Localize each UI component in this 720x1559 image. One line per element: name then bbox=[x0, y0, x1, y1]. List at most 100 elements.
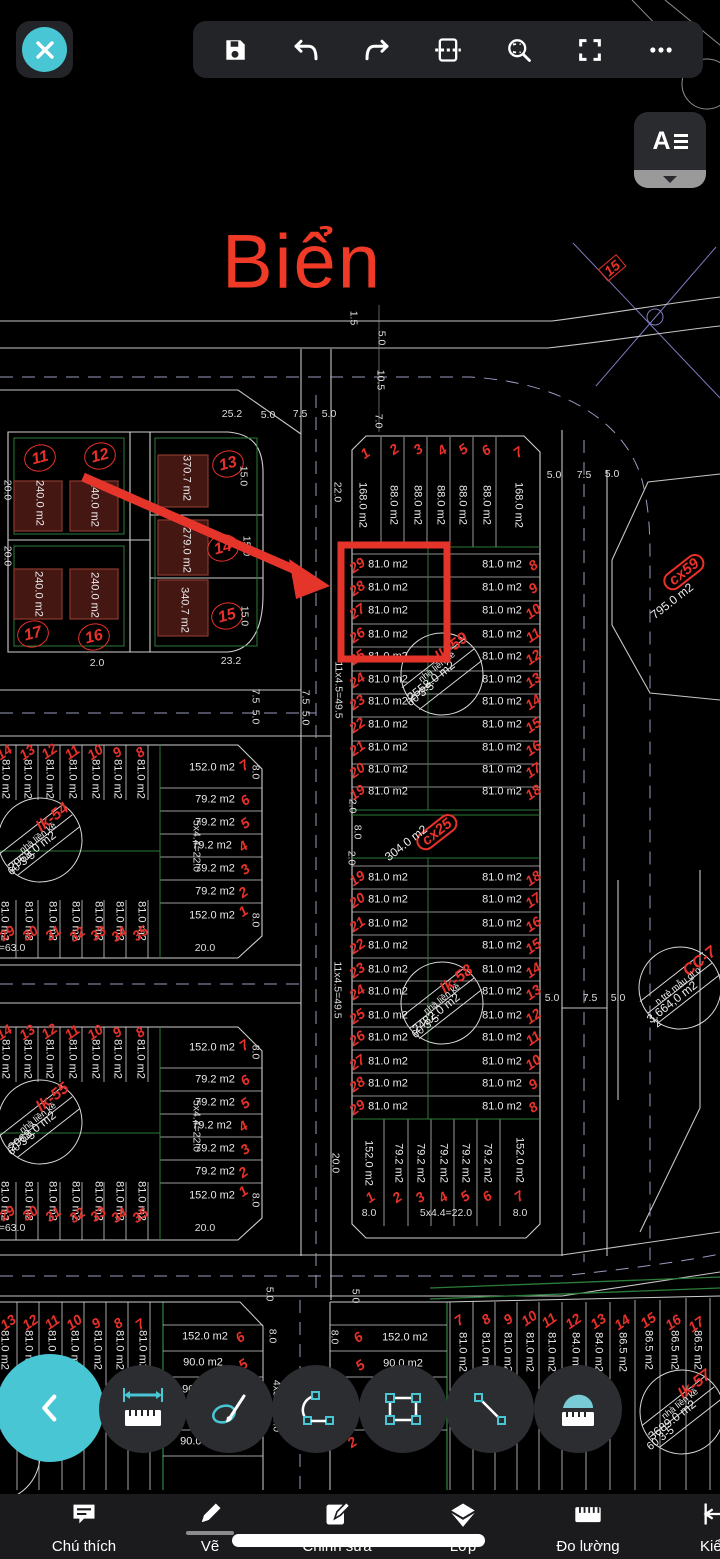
map-label: 90.0 m2 bbox=[183, 1356, 223, 1369]
map-label: 81.0 m2 bbox=[368, 673, 408, 686]
map-label: 7.5 bbox=[576, 468, 592, 481]
chevron-down-icon bbox=[663, 175, 677, 183]
map-label: 81.0 m2 bbox=[482, 1009, 522, 1022]
style-icon bbox=[701, 1498, 720, 1528]
brush-tool[interactable] bbox=[185, 1365, 273, 1453]
map-label: 81.0 m2 bbox=[368, 985, 408, 998]
map-label: 5.0 bbox=[544, 991, 560, 1004]
map-label: 5.0 bbox=[321, 407, 337, 420]
map-label: 81.0 m2 bbox=[368, 1055, 408, 1068]
map-label: 152.0 m2 bbox=[182, 1330, 228, 1343]
map-label: 81.0 m2 bbox=[482, 785, 522, 798]
map-label: 81.0 m2 bbox=[482, 604, 522, 617]
area-measure-icon bbox=[562, 1394, 594, 1426]
map-label: 81.0 m2 bbox=[368, 741, 408, 754]
map-label: 81.0 m2 bbox=[482, 628, 522, 641]
measure-distance-icon bbox=[123, 1388, 163, 1426]
map-label: 5x4.4=22.0 bbox=[419, 1206, 473, 1219]
map-label: 81.0 m2 bbox=[368, 939, 408, 952]
map-label: 81.0 m2 bbox=[368, 963, 408, 976]
map-label: 79.2 m2 bbox=[192, 1119, 232, 1132]
map-label: 81.0 m2 bbox=[482, 650, 522, 663]
map-label: 81.0 m2 bbox=[482, 1100, 522, 1113]
sheet-split-icon[interactable] bbox=[433, 35, 463, 65]
map-label: 81.0 m2 bbox=[368, 558, 408, 571]
text-style-button[interactable]: A bbox=[634, 112, 706, 188]
brush-icon bbox=[212, 1394, 246, 1424]
tab-kieu[interactable]: Kiểu bbox=[660, 1498, 720, 1555]
map-label: 81.0 m2 bbox=[482, 673, 522, 686]
tab-ve[interactable]: Vẽ bbox=[155, 1498, 265, 1555]
text-style-expander[interactable] bbox=[634, 170, 706, 188]
map-label: 81.0 m2 bbox=[482, 581, 522, 594]
map-label: 79.2 m2 bbox=[195, 885, 235, 898]
map-label: 25.2 bbox=[221, 407, 243, 420]
map-label: 81.0 m2 bbox=[482, 963, 522, 976]
map-label: 81.0 m2 bbox=[482, 741, 522, 754]
map-label: 90.0 m2 bbox=[383, 1357, 423, 1370]
save-icon[interactable] bbox=[220, 35, 250, 65]
map-label: =63.0 bbox=[0, 941, 26, 954]
map-label: 79.2 m2 bbox=[192, 839, 232, 852]
map-label: 8.0 bbox=[512, 1206, 528, 1219]
map-label: 81.0 m2 bbox=[482, 558, 522, 571]
tab-label: Chú thích bbox=[51, 1538, 117, 1555]
undo-icon[interactable] bbox=[291, 35, 321, 65]
bottom-tab-bar: Chú thích Vẽ Chỉnh sửa Lớp Đo lường bbox=[0, 1494, 720, 1559]
map-label: 81.0 m2 bbox=[368, 785, 408, 798]
map-label: 79.2 m2 bbox=[195, 1165, 235, 1178]
map-label: 81.0 m2 bbox=[368, 604, 408, 617]
map-label: 81.0 m2 bbox=[482, 939, 522, 952]
tab-label: Kiểu bbox=[699, 1538, 720, 1555]
tab-label: Đo lường bbox=[556, 1538, 620, 1555]
map-label: 81.0 m2 bbox=[368, 718, 408, 731]
active-tab-underline bbox=[186, 1531, 234, 1535]
more-icon[interactable] bbox=[646, 35, 676, 65]
map-label: 152.0 m2 bbox=[189, 1041, 235, 1054]
map-label: 81.0 m2 bbox=[482, 763, 522, 776]
zoom-select-icon[interactable] bbox=[504, 35, 534, 65]
close-button[interactable] bbox=[16, 21, 73, 78]
map-label: 81.0 m2 bbox=[368, 1031, 408, 1044]
map-label: 8.0 bbox=[361, 1206, 377, 1219]
measure-distance-tool[interactable] bbox=[99, 1365, 187, 1453]
map-label: 20.0 bbox=[194, 941, 216, 954]
ruler-icon bbox=[573, 1498, 603, 1528]
map-label: 81.0 m2 bbox=[368, 763, 408, 776]
curve-icon bbox=[301, 1391, 334, 1425]
map-label: 152.0 m2 bbox=[189, 761, 235, 774]
map-label: 81.0 m2 bbox=[482, 1077, 522, 1090]
map-label: 81.0 m2 bbox=[368, 1009, 408, 1022]
main-toolbar bbox=[193, 21, 703, 78]
annotation-text[interactable]: Biển bbox=[221, 219, 383, 305]
map-label: 79.2 m2 bbox=[195, 1142, 235, 1155]
redo-icon[interactable] bbox=[362, 35, 392, 65]
layers-icon bbox=[449, 1498, 477, 1528]
map-label: 5.0 bbox=[260, 408, 276, 421]
map-label: 79.2 m2 bbox=[195, 862, 235, 875]
rectangle-tool[interactable] bbox=[359, 1365, 447, 1453]
map-label: 5.0 bbox=[604, 467, 620, 480]
map-label: 81.0 m2 bbox=[482, 917, 522, 930]
collapse-tools-button[interactable] bbox=[0, 1354, 104, 1462]
map-label: 81.0 m2 bbox=[482, 718, 522, 731]
fullscreen-icon[interactable] bbox=[575, 35, 605, 65]
map-label: 81.0 m2 bbox=[368, 871, 408, 884]
map-label: 81.0 m2 bbox=[368, 1077, 408, 1090]
home-indicator[interactable] bbox=[232, 1534, 485, 1547]
text-style-icon: A bbox=[634, 112, 706, 170]
curve-tool[interactable] bbox=[272, 1365, 360, 1453]
rectangle-icon bbox=[385, 1393, 421, 1425]
area-measure-tool[interactable] bbox=[534, 1365, 622, 1453]
tab-chu-thich[interactable]: Chú thích bbox=[29, 1498, 139, 1555]
annotation-arrow bbox=[81, 472, 330, 599]
map-label: 81.0 m2 bbox=[368, 695, 408, 708]
tab-do-luong[interactable]: Đo lường bbox=[533, 1498, 643, 1555]
line-tool[interactable] bbox=[446, 1365, 534, 1453]
map-label: 81.0 m2 bbox=[482, 1031, 522, 1044]
close-icon bbox=[22, 27, 67, 72]
chevron-left-icon bbox=[42, 1394, 57, 1422]
